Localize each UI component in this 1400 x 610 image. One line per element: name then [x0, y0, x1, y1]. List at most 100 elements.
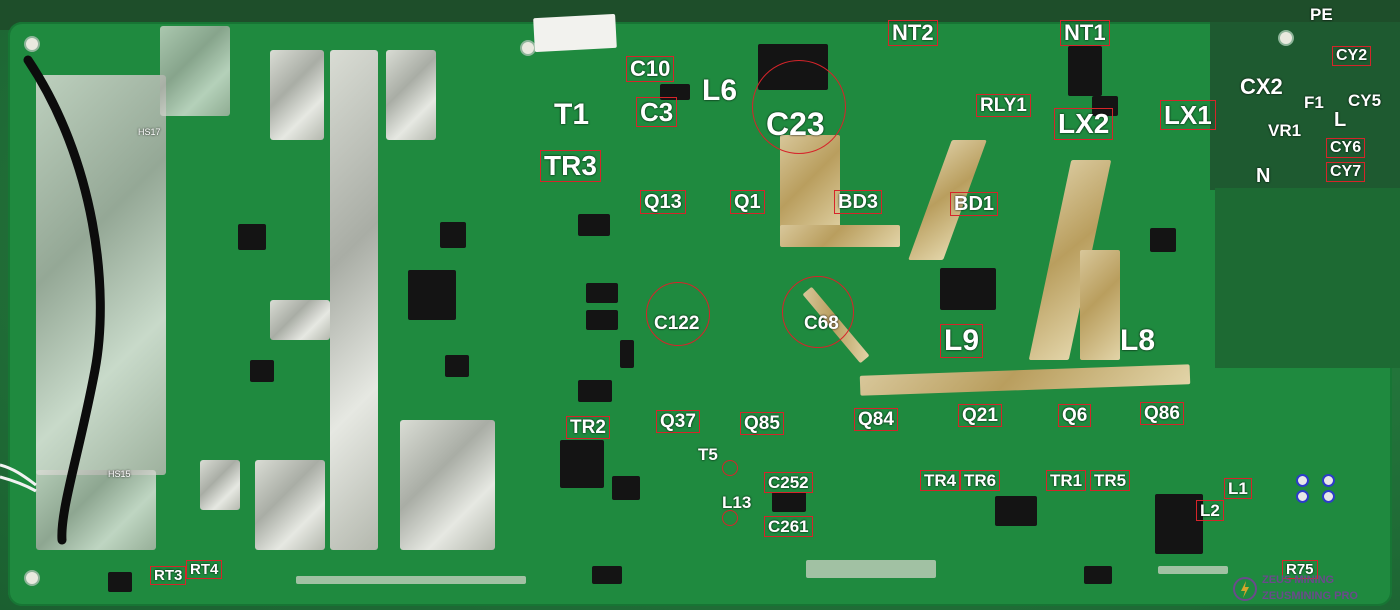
- label-cy6: CY6: [1326, 138, 1366, 158]
- mounting-hole: [24, 570, 40, 586]
- ic-chip: [445, 355, 469, 377]
- connector-strip: [806, 560, 936, 578]
- label-c3: C3: [636, 97, 678, 127]
- c23-outline: [752, 60, 846, 154]
- label-tr1: TR1: [1046, 470, 1087, 491]
- nt1-component: [1068, 46, 1102, 96]
- board-edge-cutout: [1210, 22, 1400, 190]
- label-tr4: TR4: [920, 470, 961, 491]
- label-q6: Q6: [1058, 404, 1092, 427]
- label-c68: C68: [804, 313, 839, 334]
- heatsink-bar: [270, 300, 330, 340]
- ic-chip: [250, 360, 274, 382]
- black-cable: [23, 55, 105, 545]
- label-bd3: BD3: [834, 190, 883, 214]
- label-pe: PE: [1310, 5, 1333, 24]
- label-q13: Q13: [640, 190, 686, 214]
- label-lx2: LX2: [1054, 108, 1114, 140]
- label-q1: Q1: [730, 190, 765, 214]
- label-rt4: RT4: [186, 560, 223, 579]
- label-n: N: [1256, 165, 1271, 187]
- mounting-hole: [24, 36, 40, 52]
- label-q86: Q86: [1140, 402, 1184, 425]
- ic-chip: [578, 214, 610, 236]
- watermark-logo-icon: [1233, 577, 1257, 601]
- heatsink-bar: [330, 50, 378, 550]
- label-c252: C252: [764, 472, 813, 493]
- connector-pins: [1292, 474, 1340, 514]
- heatsink-fin: [160, 26, 230, 116]
- ic-chip: [560, 440, 604, 488]
- ic-chip: [772, 492, 806, 512]
- white-wire: [0, 463, 37, 493]
- label-rt3: RT3: [150, 566, 187, 585]
- label-lx1: LX1: [1160, 100, 1216, 130]
- label-q85: Q85: [740, 412, 784, 435]
- heatsink-left-lower: [36, 470, 156, 550]
- label-cx2: CX2: [1240, 74, 1283, 99]
- ic-chip: [1150, 228, 1176, 252]
- label-t5: T5: [698, 445, 718, 464]
- label-bd1: BD1: [950, 192, 999, 216]
- label-rly1: RLY1: [976, 94, 1031, 117]
- copper-trace: [1080, 250, 1120, 360]
- copper-trace: [780, 225, 900, 247]
- label-c261: C261: [764, 516, 813, 537]
- ic-chip: [940, 268, 996, 310]
- label-c122: C122: [654, 313, 700, 334]
- mosfet: [408, 270, 456, 320]
- label-vr1: VR1: [1268, 121, 1302, 140]
- label-q37: Q37: [656, 410, 700, 433]
- watermark-line2: ZEUSMINING PRO: [1262, 590, 1358, 602]
- label-l1: L1: [1224, 478, 1252, 499]
- ic-chip: [586, 283, 618, 303]
- label-nt2: NT2: [888, 20, 938, 46]
- label-tr5: TR5: [1090, 470, 1131, 491]
- silkscreen-hs15: HS15: [108, 469, 131, 479]
- ic-chip: [578, 380, 612, 402]
- label-l6: L6: [702, 74, 738, 107]
- label-c23: C23: [766, 106, 825, 142]
- tape-piece: [533, 13, 617, 53]
- ic-chip: [592, 566, 622, 584]
- ic-chip: [612, 476, 640, 500]
- label-nt1: NT1: [1060, 20, 1110, 46]
- heatsink-bar: [255, 460, 325, 550]
- label-l2: L2: [1196, 500, 1224, 521]
- ic-chip: [1092, 96, 1118, 116]
- ic-chip: [995, 496, 1037, 526]
- c68-outline: [782, 276, 854, 348]
- ic-chip: [440, 222, 466, 248]
- mounting-hole: [1278, 30, 1294, 46]
- label-c10: C10: [626, 56, 675, 82]
- ic-chip: [238, 224, 266, 250]
- label-l13: L13: [722, 493, 752, 512]
- ic-chip: [620, 340, 634, 368]
- ic-chip: [108, 572, 132, 592]
- t5-circle: [722, 460, 738, 476]
- l13-circle: [722, 510, 738, 526]
- silkscreen-hs17: HS17: [138, 127, 161, 137]
- heatsink-bar: [200, 460, 240, 510]
- label-l8: L8: [1120, 324, 1156, 357]
- heatsink-bar: [386, 50, 436, 140]
- label-t1: T1: [554, 98, 590, 131]
- label-cy2: CY2: [1332, 46, 1372, 66]
- label-cy5: CY5: [1348, 91, 1382, 110]
- label-f1: F1: [1304, 93, 1324, 112]
- label-l9: L9: [940, 324, 984, 358]
- label-l: L: [1334, 109, 1347, 131]
- label-tr2: TR2: [566, 416, 610, 439]
- heatsink-bar: [400, 420, 495, 550]
- label-q21: Q21: [958, 404, 1002, 427]
- label-tr6: TR6: [960, 470, 1001, 491]
- heatsink-bar: [270, 50, 324, 140]
- label-cy7: CY7: [1326, 162, 1366, 182]
- watermark-line1: ZEUS MINING: [1262, 574, 1335, 586]
- ic-chip: [586, 310, 618, 330]
- connector-strip: [1158, 566, 1228, 574]
- ic-chip: [660, 84, 690, 100]
- board-edge-cutout-lower: [1215, 188, 1400, 368]
- c122-outline: [646, 282, 710, 346]
